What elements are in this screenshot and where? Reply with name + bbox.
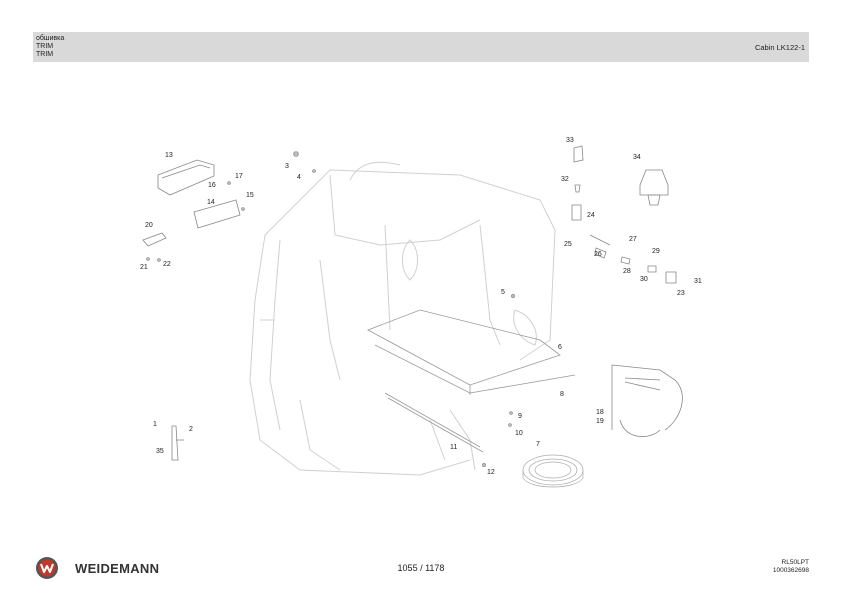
- header-title-block: обшивка TRIM TRIM: [36, 35, 64, 59]
- header-title-en: TRIM: [36, 43, 54, 50]
- callout-19: 19: [596, 418, 604, 425]
- part-18-wire-harness: [611, 364, 683, 437]
- callout-30: 30: [640, 276, 648, 283]
- callout-11: 11: [450, 444, 458, 451]
- callout-25: 25: [564, 241, 572, 248]
- callout-27: 27: [629, 236, 637, 243]
- document-code-line1: RL50LPT: [781, 559, 809, 566]
- header-title-de: TRIM: [36, 51, 54, 58]
- cabin-frame: [249, 161, 556, 476]
- callout-7: 7: [536, 441, 540, 448]
- callout-28: 28: [623, 268, 631, 275]
- page-counter: 1055 / 1178: [397, 563, 445, 573]
- callout-23: 23: [677, 290, 685, 297]
- callout-29: 29: [652, 248, 660, 255]
- callout-34: 34: [633, 154, 641, 161]
- part-1-bracket: [171, 425, 184, 461]
- callout-21: 21: [140, 264, 148, 271]
- callout-2: 2: [189, 426, 193, 433]
- weidemann-logo-icon: [36, 557, 58, 579]
- callout-15: 15: [246, 192, 254, 199]
- callout-3: 3: [285, 163, 289, 170]
- callout-35: 35: [156, 448, 164, 455]
- callout-18: 18: [596, 409, 604, 416]
- callout-24: 24: [587, 212, 595, 219]
- callout-14: 14: [207, 199, 215, 206]
- brand-name: WEIDEMANN: [75, 561, 160, 576]
- callout-4: 4: [297, 174, 301, 181]
- part-7-seal-coil: [522, 454, 584, 488]
- part-13-tray: [157, 159, 215, 196]
- callout-9: 9: [518, 413, 522, 420]
- header-section-label: Cabin LK122-1: [754, 43, 805, 52]
- beacon-mount-parts: [571, 145, 677, 284]
- callout-17: 17: [235, 173, 243, 180]
- part-34-beacon: [639, 169, 669, 206]
- callout-32: 32: [561, 176, 569, 183]
- part-11-rail: [384, 392, 484, 453]
- callout-1: 1: [153, 421, 157, 428]
- part-20-handle: [142, 232, 167, 247]
- callout-33: 33: [566, 137, 574, 144]
- small-fasteners: [146, 151, 516, 468]
- callout-20: 20: [145, 222, 153, 229]
- callout-22: 22: [163, 261, 171, 268]
- header-bar: обшивка TRIM TRIM Cabin LK122-1: [33, 32, 809, 62]
- callout-12: 12: [487, 469, 495, 476]
- header-title-ru: обшивка: [36, 35, 65, 42]
- document-code-line2: 1000362698: [772, 567, 809, 574]
- callout-8: 8: [560, 391, 564, 398]
- callout-6: 6: [558, 344, 562, 351]
- callout-10: 10: [515, 430, 523, 437]
- callout-13: 13: [165, 152, 173, 159]
- part-14-plate: [193, 199, 241, 229]
- callout-5: 5: [501, 289, 505, 296]
- document-code: RL50LPT 1000362698: [773, 559, 809, 575]
- callout-16: 16: [208, 182, 216, 189]
- callout-31: 31: [694, 278, 702, 285]
- callout-26: 26: [594, 251, 602, 258]
- part-6-roof-panel: [367, 309, 576, 395]
